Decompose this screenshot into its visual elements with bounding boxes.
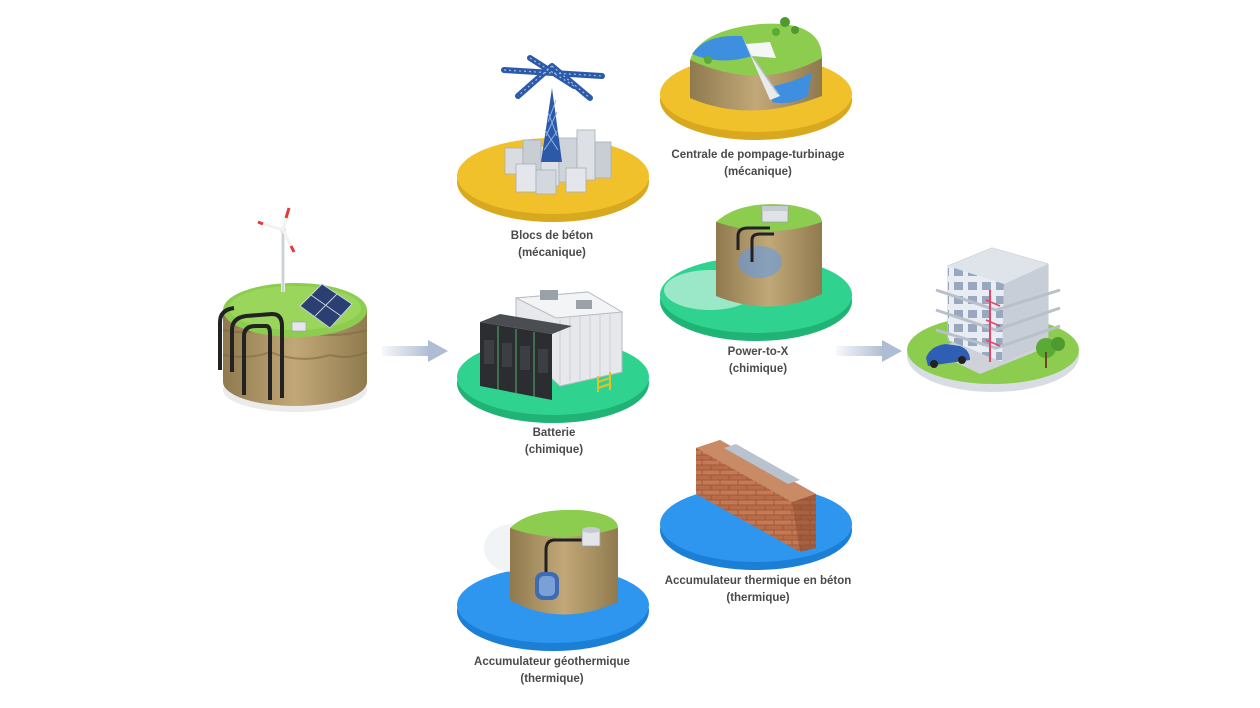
label-pompage-turbinage: Centrale de pompage-turbinage (mécanique… (648, 147, 868, 181)
label-type: (mécanique) (724, 166, 792, 178)
label-type: (chimique) (524, 444, 584, 456)
label-name: Accumulateur géothermique (474, 656, 630, 668)
label-name: Batterie (532, 427, 576, 439)
wind-solar-island-icon (218, 207, 368, 412)
label-name: Centrale de pompage-turbinage (671, 149, 845, 161)
label-name: Power-to-X (727, 346, 789, 358)
label-power-to-x: Power-to-X (chimique) (648, 344, 868, 378)
thermal-concrete-brick-icon (660, 440, 852, 570)
label-type: (thermique) (726, 592, 790, 604)
concrete-blocks-crane-icon (457, 55, 649, 222)
power-to-x-icon (660, 204, 852, 341)
flow-arrow-right (836, 340, 902, 362)
flow-arrow-left (382, 340, 448, 362)
label-name: Accumulateur thermique en béton (664, 575, 852, 587)
label-type: (thermique) (520, 673, 584, 685)
pumped-hydro-dam-icon (660, 17, 852, 140)
label-blocs-de-beton: Blocs de béton (mécanique) (442, 228, 662, 262)
battery-storage-icon (457, 290, 649, 423)
geothermal-storage-icon (457, 509, 649, 651)
label-batterie: Batterie (chimique) (444, 425, 664, 459)
apartment-building-icon (907, 247, 1079, 392)
label-accumulateur-thermique-beton: Accumulateur thermique en béton (thermiq… (648, 573, 868, 607)
label-type: (mécanique) (518, 247, 586, 259)
label-type: (chimique) (728, 363, 788, 375)
label-name: Blocs de béton (510, 230, 594, 242)
label-accumulateur-geothermique: Accumulateur géothermique (thermique) (442, 654, 662, 688)
